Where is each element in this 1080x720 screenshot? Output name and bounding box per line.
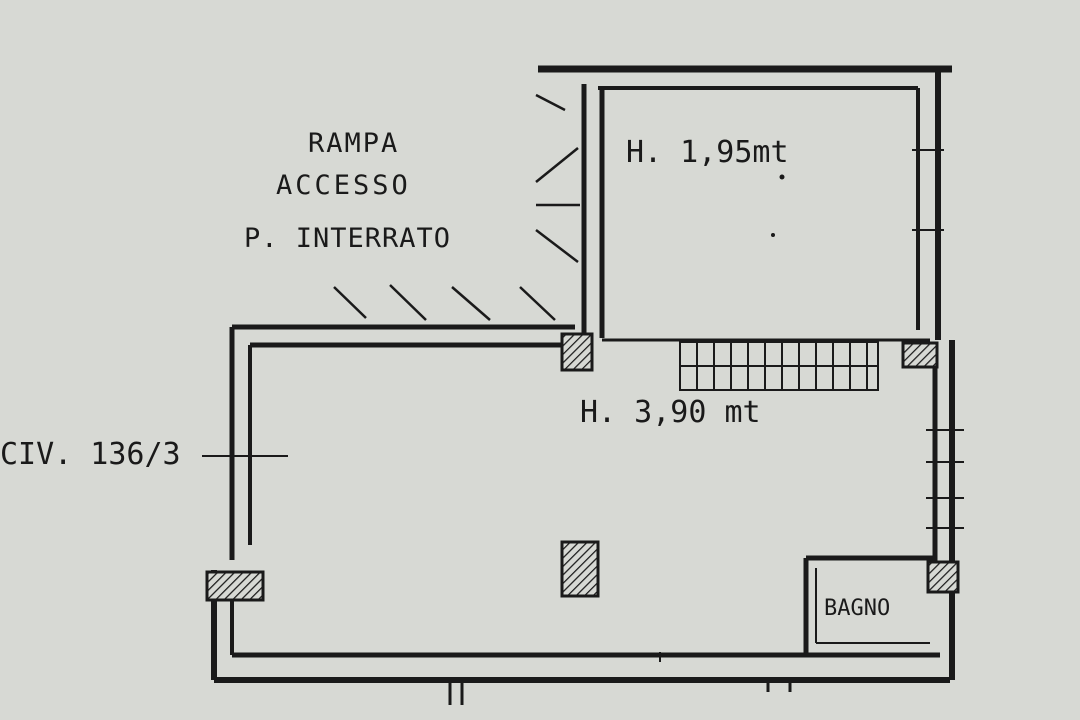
marker-dot (771, 233, 775, 237)
marker-dot (779, 174, 785, 180)
ramp-hatching (333, 93, 580, 321)
upper-room-height-label: H. 1,95mt (626, 135, 789, 170)
bathroom-walls (803, 555, 935, 655)
pillar (901, 341, 939, 369)
pillar (560, 540, 600, 598)
bathroom-label: BAGNO (824, 596, 890, 621)
upper-room-walls (538, 65, 952, 342)
pillar (205, 570, 265, 602)
main-room-height-label: H. 3,90 mt (580, 395, 761, 430)
civic-number-label: CIV. 136/3 (0, 437, 181, 472)
pillar (926, 560, 960, 594)
ramp-label-line3: P. INTERRATO (244, 223, 451, 254)
main-room-walls (202, 324, 964, 705)
ramp-label-line2: ACCESSO (276, 170, 411, 201)
staircase (679, 341, 879, 391)
structural-pillars (205, 332, 960, 602)
pillar (560, 332, 594, 372)
ramp-label-line1: RAMPA (308, 128, 399, 159)
